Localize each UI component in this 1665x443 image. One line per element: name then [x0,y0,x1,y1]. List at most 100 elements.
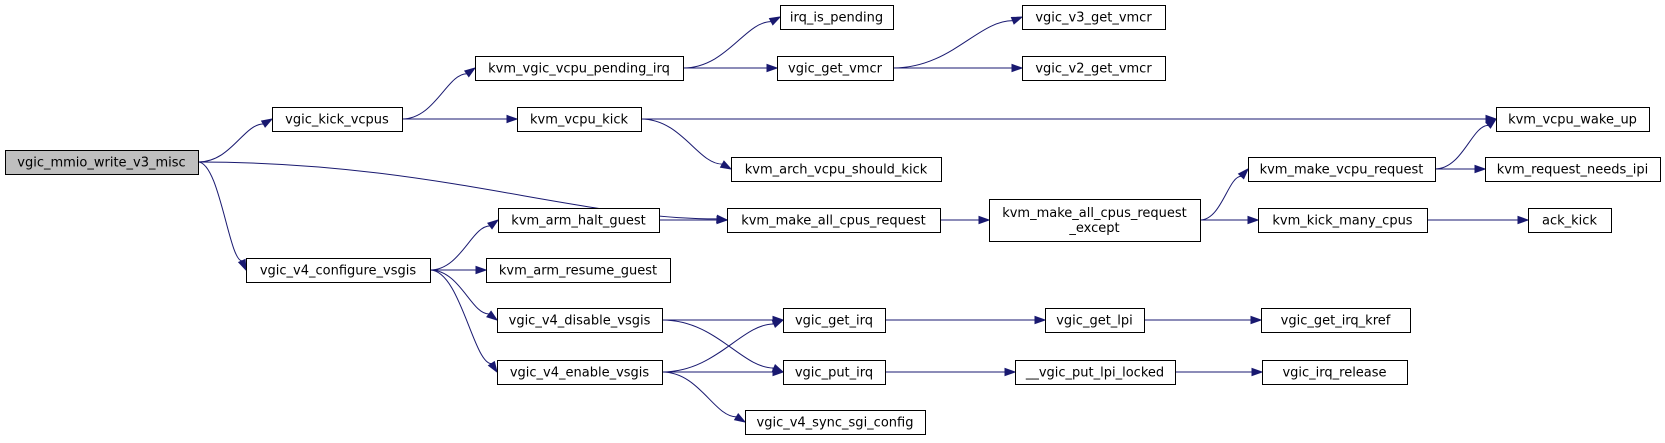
edge-vcpu_kick-to-wake_up [641,114,1498,124]
edge-line [429,225,491,271]
function-node-get_vmcr[interactable]: vgic_get_vmcr [777,56,894,81]
edge-arrowhead [1011,63,1024,73]
function-node-resume_guest[interactable]: kvm_arm_resume_guest [486,258,671,283]
node-box [1496,107,1650,132]
edge-configure_vsgis-to-resume_guest [430,265,488,275]
node-box [486,258,671,283]
node-label: kvm_make_all_cpus_request [1002,206,1187,221]
node-box [1528,208,1612,233]
edge-put_irq-to-put_lpi [885,367,1017,377]
node-box [783,360,886,385]
node-label: kvm_arm_resume_guest [499,264,657,279]
function-node-root[interactable]: vgic_mmio_write_v3_misc [5,150,199,175]
edge-get_vmcr-to-v2_vmcr [893,63,1024,73]
node-box [1015,360,1176,385]
function-node-get_lpi[interactable]: vgic_get_lpi [1045,308,1145,333]
function-node-irq_release[interactable]: vgic_irq_release [1262,360,1408,385]
node-box [727,208,941,233]
edge-arrowhead [487,219,500,230]
node-label: kvm_make_vcpu_request [1260,163,1424,178]
function-node-irq_is_pending[interactable]: irq_is_pending [780,5,894,30]
function-node-kick_many[interactable]: kvm_kick_many_cpus [1258,208,1428,233]
edge-arrowhead [1485,118,1498,129]
edge-arrowhead [260,118,274,128]
function-node-v3_vmcr[interactable]: vgic_v3_get_vmcr [1022,5,1166,30]
edge-arrowhead [771,319,785,329]
function-node-halt_guest[interactable]: kvm_arm_halt_guest [498,208,660,233]
call-edges [197,16,1530,423]
function-node-put_lpi[interactable]: __vgic_put_lpi_locked [1015,360,1176,385]
edge-pending_irq-to-get_vmcr [683,63,779,73]
edge-arrowhead [716,215,729,225]
edge-arrowhead [733,412,747,423]
edge-pending_irq-to-irq_is_pending [682,16,782,69]
node-box [989,199,1201,242]
node-label: vgic_get_irq [795,314,873,329]
edge-disable_vsgis-to-put_irq [661,319,785,373]
node-label: vgic_get_vmcr [788,62,883,77]
function-node-put_irq[interactable]: vgic_put_irq [783,360,886,385]
node-label: vgic_put_irq [795,366,873,381]
edge-arrowhead [719,160,733,170]
edge-root-to-configure_vsgis [197,161,247,272]
edge-disable_vsgis-to-get_irq [661,315,785,325]
edge-vcpu_kick-to-should_kick [640,118,733,170]
node-box [246,258,431,283]
edge-line [1199,175,1242,221]
node-box [498,208,660,233]
edge-arrowhead [487,360,498,374]
edge-arrowhead [486,310,499,321]
function-node-irq_kref[interactable]: vgic_get_irq_kref [1261,308,1411,333]
node-box [272,107,403,132]
function-node-get_irq[interactable]: vgic_get_irq [783,308,886,333]
edge-arrowhead [978,215,991,225]
edge-arrowhead [1474,164,1487,174]
function-node-make_all[interactable]: kvm_make_all_cpus_request [727,208,941,233]
edge-kick_vcpus-to-vcpu_kick [401,114,519,124]
edge-arrowhead [237,258,247,272]
edge-line [1434,124,1489,170]
edge-make_vcpu_req-to-wake_up [1434,118,1498,170]
edge-put_lpi-to-irq_release [1175,367,1264,377]
node-label: kvm_make_all_cpus_request [741,214,926,229]
node-label: ack_kick [1542,214,1597,229]
function-node-disable_vsgis[interactable]: vgic_v4_disable_vsgis [497,308,663,333]
edge-line [429,269,490,315]
function-node-configure_vsgis[interactable]: vgic_v4_configure_vsgis [246,258,431,283]
edge-arrowhead [766,63,779,73]
edge-configure_vsgis-to-halt_guest [429,219,500,271]
node-box [497,308,663,333]
function-node-vcpu_kick[interactable]: kvm_vcpu_kick [517,107,642,132]
edge-arrowhead [772,367,785,377]
node-label: kvm_arch_vcpu_should_kick [745,163,928,178]
edge-arrowhead [1034,315,1047,325]
function-node-pending_irq[interactable]: kvm_vgic_vcpu_pending_irq [475,56,684,81]
function-node-make_except[interactable]: kvm_make_all_cpus_request_except [989,199,1201,242]
edge-enable_vsgis-to-put_irq [662,367,785,377]
node-box [1248,157,1436,182]
function-node-v2_vmcr[interactable]: vgic_v2_get_vmcr [1022,56,1166,81]
node-label: vgic_v4_configure_vsgis [260,264,417,279]
edge-make_except-to-make_vcpu_req [1199,167,1250,221]
function-node-kick_vcpus[interactable]: vgic_kick_vcpus [272,107,403,132]
edge-halt_guest-to-make_all [659,215,729,225]
edge-line [197,123,264,163]
function-node-enable_vsgis[interactable]: vgic_v4_enable_vsgis [497,360,663,385]
function-node-needs_ipi[interactable]: kvm_request_needs_ipi [1485,157,1661,182]
edge-get_lpi-to-irq_kref [1143,315,1263,325]
node-box [475,56,684,81]
function-node-sync_sgi[interactable]: vgic_v4_sync_sgi_config [745,410,926,435]
function-node-should_kick[interactable]: kvm_arch_vcpu_should_kick [731,157,942,182]
edge-enable_vsgis-to-sync_sgi [661,371,747,423]
node-label: vgic_mmio_write_v3_misc [17,156,185,171]
node-label: vgic_v2_get_vmcr [1035,62,1152,77]
function-node-wake_up[interactable]: kvm_vcpu_wake_up [1496,107,1650,132]
edge-kick_vcpus-to-pending_irq [401,67,477,120]
edge-line [429,269,492,365]
function-node-ack_kick[interactable]: ack_kick [1528,208,1612,233]
edge-arrowhead [1517,215,1530,225]
node-label: kvm_vcpu_wake_up [1508,113,1637,128]
edge-line [682,21,772,69]
function-node-make_vcpu_req[interactable]: kvm_make_vcpu_request [1248,157,1436,182]
